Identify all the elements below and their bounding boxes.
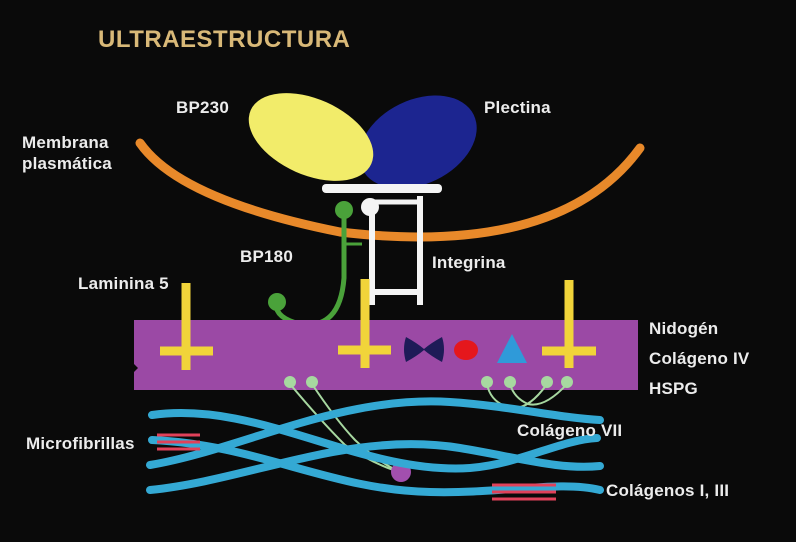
collagen-fiber — [148, 409, 601, 473]
bp180-head-bottom — [268, 293, 286, 311]
collagen-iv-shape — [454, 340, 478, 360]
label-colageno-iv: Colágeno IV — [649, 349, 750, 368]
bp230-ellipse — [248, 93, 374, 181]
label-bp180: BP180 — [240, 247, 293, 266]
label-plasmatica: plasmática — [22, 154, 112, 173]
label-bp230: BP230 — [176, 98, 229, 117]
collagen-fibers — [146, 397, 604, 497]
integrin-head — [361, 198, 379, 216]
hspg-beads — [284, 376, 573, 388]
bead — [481, 376, 493, 388]
bead — [541, 376, 553, 388]
label-colagenos-i-iii: Colágenos I, III — [606, 481, 730, 500]
label-laminina-5: Laminina 5 — [78, 274, 169, 293]
label-integrina: Integrina — [432, 253, 506, 272]
laminin-5-cross — [338, 279, 391, 368]
collagen-fiber — [146, 440, 604, 494]
bead — [306, 376, 318, 388]
bead — [504, 376, 516, 388]
plectina-ellipse — [359, 95, 477, 189]
label-nidogen: Nidogén — [649, 319, 719, 338]
label-membrana: Membrana — [22, 133, 109, 152]
label-hspg: HSPG — [649, 379, 698, 398]
integrin-top-bar — [322, 184, 442, 193]
laminin-5-cross — [542, 280, 596, 368]
microfibrils-right — [492, 483, 556, 501]
diagram-title: ULTRAESTRUCTURA — [98, 26, 351, 53]
hspg-shape — [497, 334, 527, 363]
label-plectina: Plectina — [484, 98, 551, 117]
collagen-vii-fibril — [509, 383, 568, 406]
microfibrils-left — [157, 433, 200, 451]
bead — [284, 376, 296, 388]
plasma-membrane — [135, 138, 645, 242]
bead — [561, 376, 573, 388]
collagen-vii-fibril — [311, 383, 401, 473]
label-microfibrillas: Microfibrillas — [26, 434, 135, 453]
collagen-fiber — [148, 436, 604, 497]
nidogen-shape — [404, 337, 444, 362]
integrin — [322, 184, 442, 305]
bp180-head-top — [335, 201, 353, 219]
laminin-5-cross — [160, 283, 213, 370]
label-colageno-vii: Colágeno VII — [517, 421, 623, 440]
